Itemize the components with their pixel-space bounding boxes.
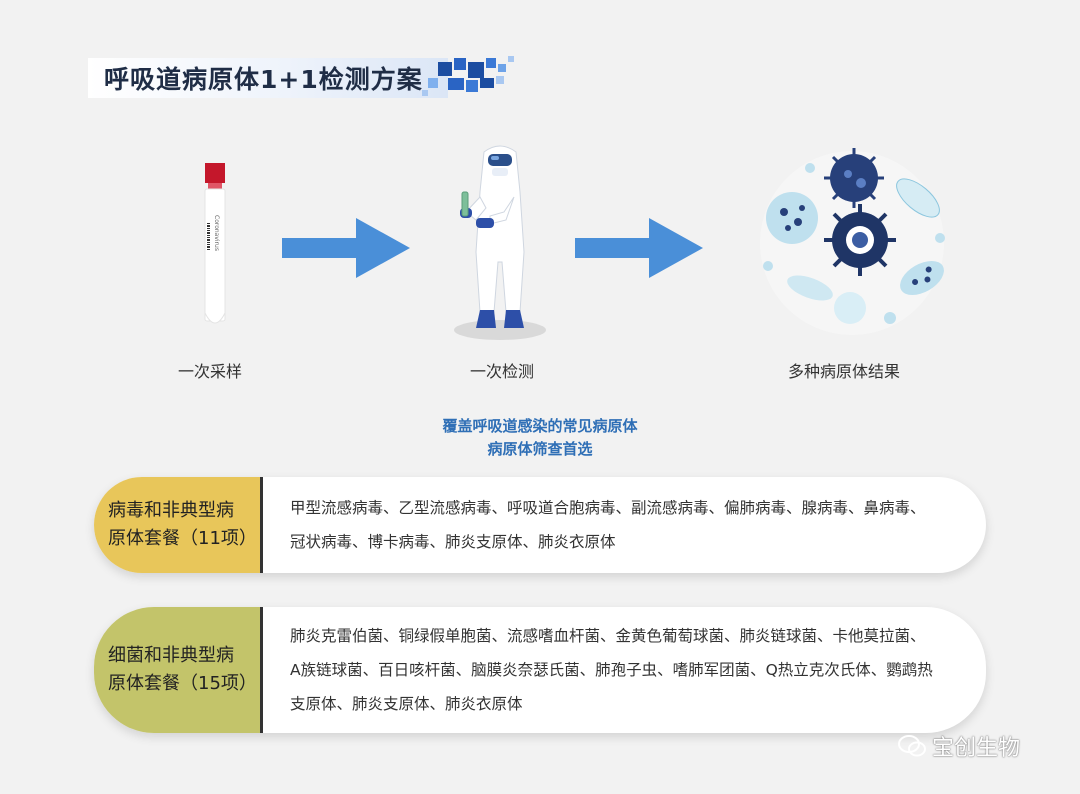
watermark: 宝创生物 (898, 730, 1020, 762)
bacteria-panel-label-line2: 原体套餐（15项） (108, 673, 257, 694)
watermark-text: 宝创生物 (932, 736, 1021, 761)
step-results-label: 多种病原体结果 (788, 362, 901, 381)
virus-panel-items: 甲型流感病毒、乙型流感病毒、呼吸道合胞病毒、副流感病毒、偏肺病毒、腺病毒、鼻病毒… (290, 477, 936, 573)
coverage-line-2: 病原体筛查首选 (487, 440, 593, 458)
virus-panel-items-text: 甲型流感病毒、乙型流感病毒、呼吸道合胞病毒、副流感病毒、偏肺病毒、腺病毒、鼻病毒… (290, 499, 926, 551)
wechat-icon (898, 735, 926, 757)
title-band (88, 58, 448, 98)
virus-panel-card: 病毒和非典型病 原体套餐（11项） 甲型流感病毒、乙型流感病毒、呼吸道合胞病毒、… (94, 477, 986, 573)
tube-label: Coronavirus (213, 215, 220, 251)
arrow-right-icon (282, 218, 410, 278)
pathogens-icon (760, 148, 945, 335)
virus-panel-label: 病毒和非典型病 原体套餐（11项） (94, 477, 263, 573)
arrow-right-icon (575, 218, 703, 278)
bacteria-panel-label: 细菌和非典型病 原体套餐（15项） (94, 607, 263, 733)
pixel-decoration-icon (422, 56, 514, 96)
coverage-line-1: 覆盖呼吸道感染的常见病原体 (442, 417, 638, 435)
bacteria-panel-label-line1: 细菌和非典型病 (108, 645, 234, 666)
lab-worker-icon (454, 145, 546, 340)
virus-panel-label-line1: 病毒和非典型病 (108, 500, 234, 521)
bacteria-panel-items: 肺炎克雷伯菌、铜绿假单胞菌、流感嗜血杆菌、金黄色葡萄球菌、肺炎链球菌、卡他莫拉菌… (290, 607, 936, 733)
page-title: 呼吸道病原体1+1检测方案 (104, 65, 423, 94)
step-sampling-label: 一次采样 (178, 362, 243, 381)
bacteria-panel-card: 细菌和非典型病 原体套餐（15项） 肺炎克雷伯菌、铜绿假单胞菌、流感嗜血杆菌、金… (94, 607, 986, 733)
bacteria-panel-items-text: 肺炎克雷伯菌、铜绿假单胞菌、流感嗜血杆菌、金黄色葡萄球菌、肺炎链球菌、卡他莫拉菌… (290, 627, 933, 713)
virus-panel-label-line2: 原体套餐（11项） (108, 528, 257, 549)
sample-tube-icon: Coronavirus (204, 163, 226, 324)
step-testing-label: 一次检测 (470, 362, 535, 381)
